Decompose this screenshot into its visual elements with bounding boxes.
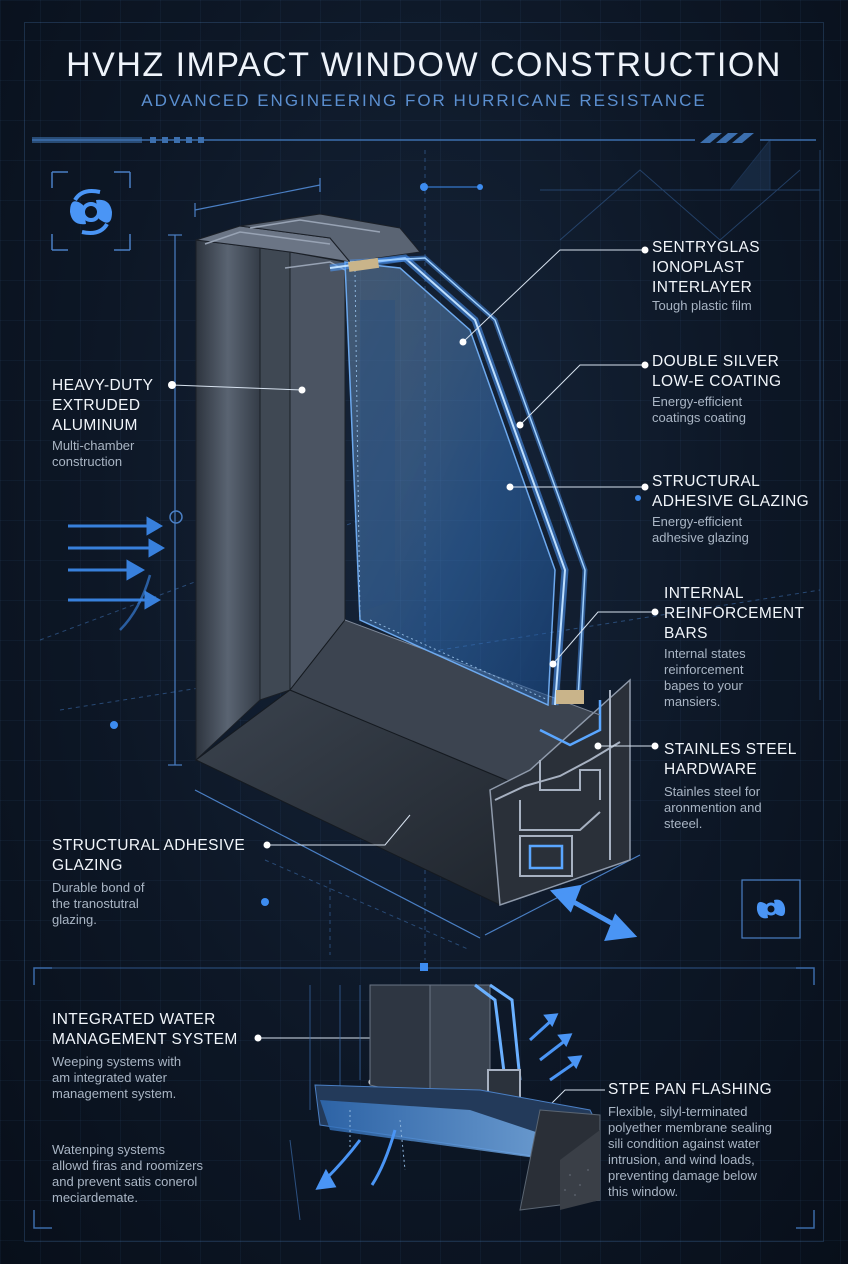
callout-sentryglas-title: SENTRYGLAS IONOPLAST INTERLAYER — [652, 239, 760, 296]
callout-sentryglas-desc: Tough plastic film — [652, 298, 752, 313]
callout-reinforcement-desc: Internal states reinforcement bapes to y… — [664, 646, 746, 709]
callout-pan-flashing-title: STPE PAN FLASHING — [608, 1081, 773, 1098]
callout-low-e-title: DOUBLE SILVER LOW-E COATING — [652, 353, 782, 390]
callout-reinforcement-title: INTERNAL REINFORCEMENT BARS — [664, 585, 805, 642]
hurricane-icon — [51, 171, 131, 251]
callout-aluminum-desc: Multi-chamber construction — [52, 438, 135, 469]
callout-adhesive-left-title: STRUCTURAL ADHESIVE GLAZING — [52, 837, 246, 874]
callout-adhesive-right-title: STRUCTURAL ADHESIVE GLAZING — [652, 473, 810, 510]
callout-water-title: INTEGRATED WATER MANAGEMENT SYSTEM — [52, 1011, 238, 1048]
callout-low-e-desc: Energy-efficient coatings coating — [652, 394, 746, 425]
callout-pan-flashing-desc: Flexible, silyl-terminated polyether mem… — [608, 1104, 773, 1199]
page-subtitle: ADVANCED ENGINEERING FOR HURRICANE RESIS… — [141, 91, 707, 110]
callout-aluminum-title: HEAVY-DUTY EXTRUDED ALUMINUM — [52, 377, 154, 434]
outer-frame — [24, 22, 824, 1242]
callout-adhesive-right-desc: Energy-efficient adhesive glazing — [652, 514, 749, 545]
callout-hardware-title: STAINLES STEEL HARDWARE — [664, 741, 797, 778]
callout-water-note: Watenping systems allowd firas and roomi… — [52, 1142, 204, 1205]
callout-water-desc: Weeping systems with am integrated water… — [52, 1054, 182, 1101]
callout-hardware-desc: Stainles steel for aronmention and steee… — [664, 784, 762, 831]
callout-adhesive-left-desc: Durable bond of the tranostutral glazing… — [52, 880, 145, 927]
page-title: HVHZ IMPACT WINDOW CONSTRUCTION — [66, 46, 782, 84]
